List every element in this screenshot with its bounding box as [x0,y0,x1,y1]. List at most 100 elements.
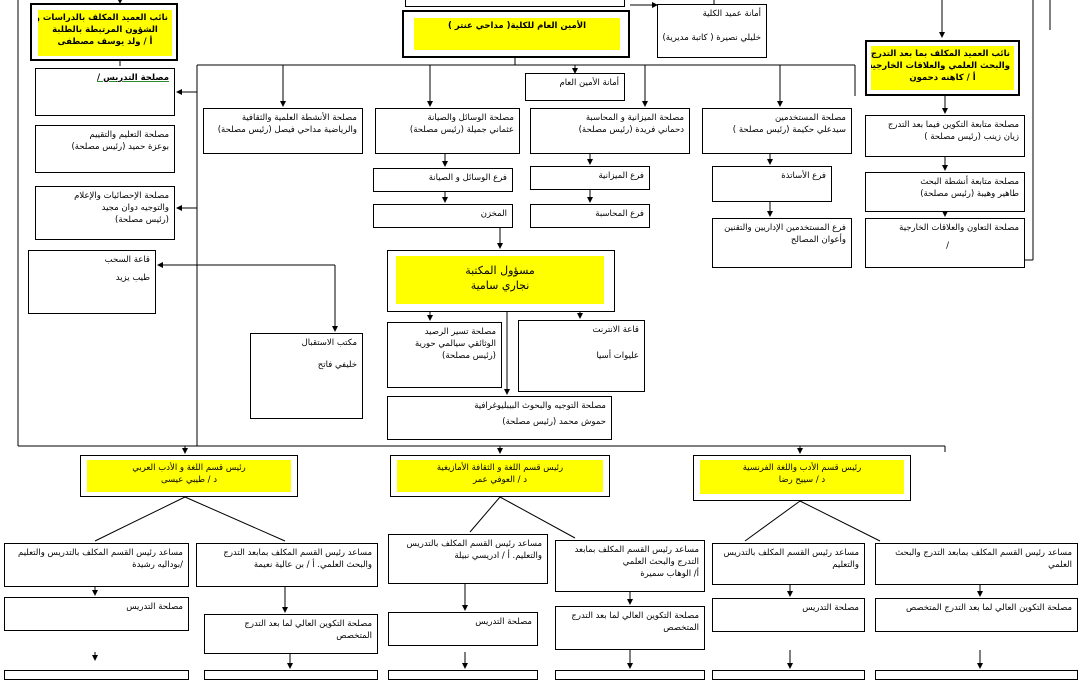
statistics-service-head: والتوجيه دوان مجيد [101,203,169,213]
staff-service-title: مصلحة المستخدمين [774,113,846,123]
connector-54 [744,500,801,542]
french-asst-teaching-title: مساعد رئيس القسم المكلف بالتدريس [723,548,859,558]
amazigh-svc-postgrad-title-2: المتخصص [663,623,699,633]
deputy-dean-postgrad-highlight: نائب العميد المكلف بما بعد التدرج والبحث… [871,46,1014,90]
followup-service-box: مصلحة متابعة التكوين فيما بعد التدرج زيا… [865,115,1025,157]
arabic-svc-postgrad-title: مصلحة التكوين العالي لما بعد التدرج [244,619,372,629]
arabic-svc-postgrad-title-2: المتخصص [336,631,372,641]
drafts-room-title: قاعة السحب [104,255,150,265]
professors-branch-box: فرع الأساتذة [712,166,832,202]
means-branch-box: فرع الوسائل و الصيانة [373,168,513,192]
budget-service-title: مصلحة الميزانية و المحاسبة [585,113,684,123]
deputy-dean-postgrad-box: نائب العميد المكلف بما بعد التدرج والبحث… [865,40,1020,96]
french-dept-head-box: رئيس قسم الأدب واللغة الفرنسية د / سييح … [693,455,911,501]
amazigh-asst-teaching-title: مساعد رئيس القسم المكلف بالتدريس [406,539,542,549]
sg-secretariat-box: أمانة الأمين العام [525,73,625,101]
staff-service-box: مصلحة المستخدمين سيدعلي حكيمة (رئيس مصلح… [702,108,852,154]
secretary-general-highlight: الأمين العام للكلية( مداحي عنتر ) [414,18,620,50]
french-dept-head-highlight: رئيس قسم الأدب واللغة الفرنسية د / سييح … [700,460,904,494]
french-asst-postgrad-title-2: العلمي [1048,560,1072,570]
reception-office-box: مكتب الاستقبال خليفي فاتح [250,333,363,419]
arabic-svc-teaching-box: مصلحة التدريس [4,597,189,631]
amazigh-dept-head-highlight: رئيس قسم اللغة و الثقافة الأمازيغية د / … [397,460,603,492]
followup-service-title: مصلحة متابعة التكوين فيما بعد التدرج [887,120,1019,130]
deputy-dean-postgrad-title: نائب العميد المكلف بما بعد التدرج [871,49,1010,59]
deputy-dean-studies-highlight: نائب العميد المكلف بالدراسات و الشؤون ال… [38,10,172,56]
arabic-dept-head-box: رئيس قسم اللغة و الأدب العربي د / طيبي ع… [80,455,298,497]
teaching-service-box: مصلحة التدريس / [35,68,175,116]
reception-office-title: مكتب الاستقبال [301,338,357,348]
drafts-room-box: قاعة السحب طيب يزيد [28,250,156,314]
arabic-dept-head-name: د / طيبي عيسى [160,475,218,485]
admin-staff-branch-box: فرع المستخدمين الإداريين والتقنين وأعوان… [712,218,852,268]
means-service-head: عثماني جميلة (رئيس مصلحة) [409,125,514,135]
deputy-dean-studies-title-2: الشؤون المرتبطة بالطلبة [52,25,158,35]
internet-room-box: قاعة الانترنت عليوات أسيا [518,320,645,392]
connector-48 [469,496,501,533]
activities-service-head: والرياضية مداحي فيصل (رئيس مصلحة) [217,125,357,135]
bottom-box-6 [875,670,1078,680]
bottom-box-5 [712,670,865,680]
library-loans-role: (رئيس مصلحة) [442,351,496,361]
arabic-dept-head-title: رئيس قسم اللغة و الأدب العربي [132,463,246,473]
internet-room-name: عليوات أسيا [596,351,639,361]
deputy-dean-studies-box: نائب العميد المكلف بالدراسات و الشؤون ال… [30,3,178,61]
dean-secretariat-name: خليلي نصيرة ( كاتبة مديرية) [662,33,761,43]
connector-49 [499,496,576,539]
followup-service-head: زيان زينب (رئيس مصلحة ) [924,132,1019,142]
deputy-dean-postgrad-title-2: والبحث العلمي والعلاقات الخارجية [871,61,1010,71]
internet-room-title: قاعة الانترنت [592,325,639,335]
secretary-general-title: الأمين العام للكلية( مداحي عنتر ) [447,21,587,31]
admin-staff-branch-title: فرع المستخدمين الإداريين والتقنين [724,223,846,233]
deputy-dean-studies-title: نائب العميد المكلف بالدراسات و [38,13,168,23]
guidance-service-title: مصلحة التوجيه والبحوث البيبليوغرافية [474,401,606,411]
library-loans-box: مصلحة تسير الرصيد الوثائقي سيالمي حورية … [387,322,502,388]
education-service-box: مصلحة التعليم والتقييم بوعزة حميد (رئيس … [35,125,175,173]
accounting-branch-title: فرع المحاسبة [595,209,644,219]
dean-secretariat-box: أمانة عميد الكلية خليلي نصيرة ( كاتبة مد… [657,4,767,58]
connector-43 [184,496,286,542]
deputy-dean-postgrad-name: أ / كاهنه دحمون [909,73,976,83]
arabic-asst-postgrad-title: مساعد رئيس القسم المكلف بمابعد التدرج [223,548,372,558]
amazigh-dept-head-box: رئيس قسم اللغة و الثقافة الأمازيغية د / … [390,455,610,497]
professors-branch-title: فرع الأساتذة [781,171,826,181]
amazigh-asst-teaching-name: والتعليم. أ / ادريسي نبيلة [454,551,542,561]
accounting-branch-box: فرع المحاسبة [530,204,650,228]
statistics-service-box: مصلحة الإحصائيات والإعلام والتوجيه دوان … [35,186,175,240]
amazigh-asst-postgrad-box: مساعد رئيس القسم المكلف بمابعد التدرج وا… [555,540,705,592]
cooperation-service-title: مصلحة التعاون والعلاقات الخارجية [899,223,1019,233]
amazigh-asst-postgrad-title-2: التدرج والبحث العلمي [622,557,699,567]
french-svc-postgrad-title: مصلحة التكوين العالي لما بعد التدرج المت… [905,603,1072,613]
drafts-room-name: طيب يزيد [115,273,150,283]
bottom-box-4 [555,670,705,680]
warehouse-box: المخزن [373,204,513,228]
french-asst-postgrad-title: مساعد رئيس القسم المكلف بمابعد التدرج وا… [895,548,1072,558]
education-service-title: مصلحة التعليم والتقييم [89,130,169,140]
cooperation-service-head: / [946,241,949,251]
amazigh-svc-teaching-title: مصلحة التدريس [475,617,532,627]
library-head-highlight: مسؤول المكتبة نجاري سامية [396,256,604,304]
admin-staff-branch-title-2: وأعوان المصالح [790,235,846,245]
bottom-box-3 [388,670,538,680]
teaching-service-title: مصلحة التدريس / [97,73,169,83]
warehouse-title: المخزن [480,209,507,219]
arabic-asst-teaching-title: مساعد رئيس القسم المكلف بالتدريس والتعلي… [18,548,183,558]
library-head-title: مسؤول المكتبة [465,264,535,277]
amazigh-svc-teaching-box: مصلحة التدريس [388,612,538,646]
secretary-general-box: الأمين العام للكلية( مداحي عنتر ) [402,10,630,58]
french-svc-teaching-box: مصلحة التدريس [712,598,865,632]
sg-secretariat-title: أمانة الأمين العام [559,78,619,88]
amazigh-asst-postgrad-name: أ/ الوهاب سميرة [640,569,699,579]
bottom-box-1 [4,670,189,680]
activities-service-title: مصلحة الأنشطة العلمية والثقافية [241,113,357,123]
budget-service-box: مصلحة الميزانية و المحاسبة دحماني فريدة … [530,108,690,154]
library-head-box: مسؤول المكتبة نجاري سامية [387,250,615,312]
arabic-asst-postgrad-name: والبحث العلمي. أ / بن عالية نعيمة [253,560,372,570]
budget-service-head: دحماني فريدة (رئيس مصلحة) [578,125,684,135]
activities-service-box: مصلحة الأنشطة العلمية والثقافية والرياضي… [203,108,363,154]
arabic-asst-teaching-name: /بوداليه رشيدة [132,560,183,570]
means-service-title: مصلحة الوسائل والصيانة [427,113,514,123]
connector-55 [799,500,881,542]
arabic-svc-teaching-title: مصلحة التدريس [126,602,183,612]
